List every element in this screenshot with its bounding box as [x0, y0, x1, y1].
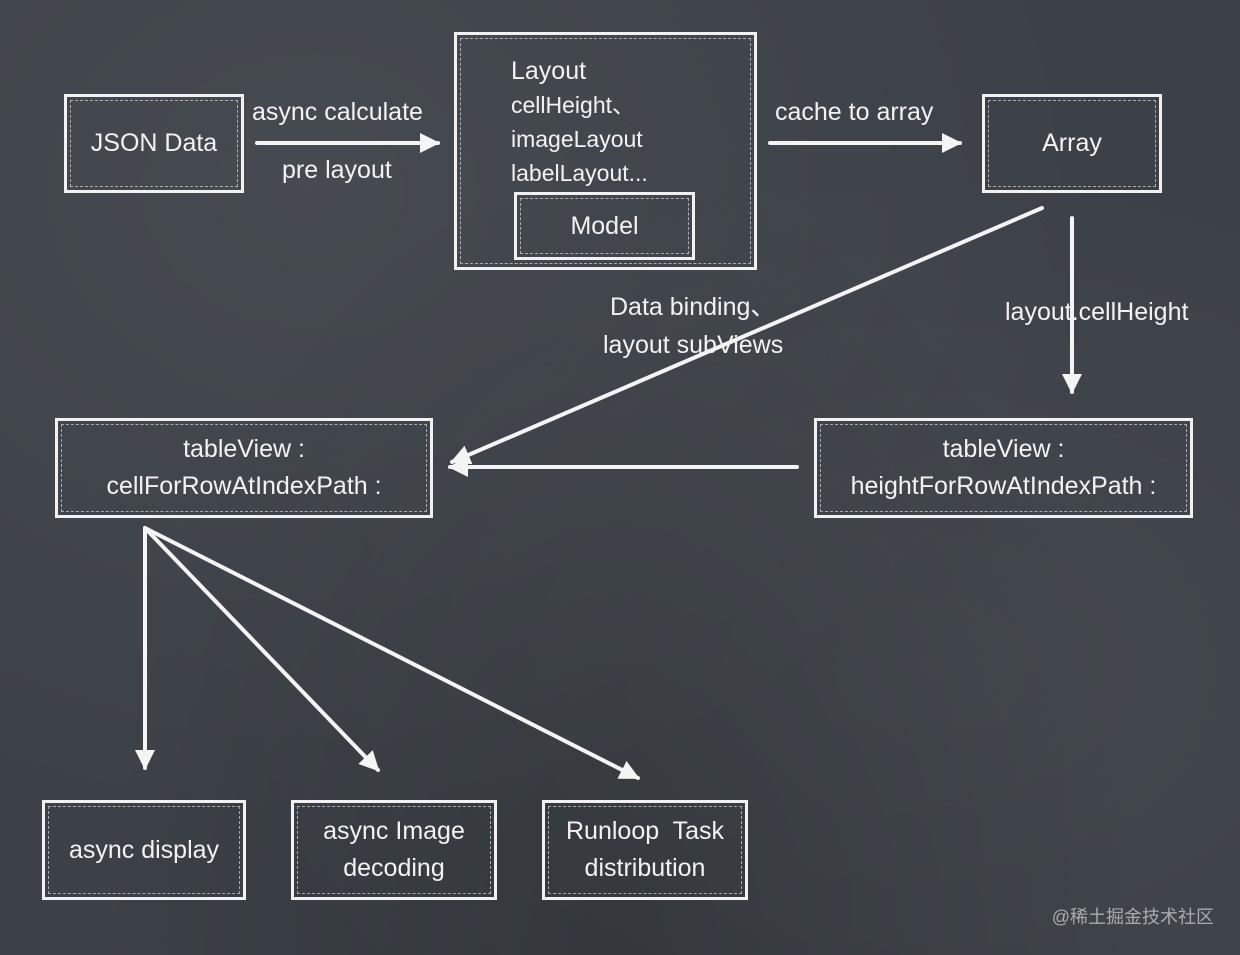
- layout-line-imagelayout: imageLayout: [511, 126, 643, 152]
- model-box: Model: [514, 192, 695, 260]
- edge-label-data-binding: Data binding、: [610, 293, 776, 321]
- layout-line-labellayout: labelLayout...: [511, 160, 648, 186]
- height-for-row-line-1: tableView :: [942, 435, 1065, 463]
- array-box: Array: [982, 94, 1162, 193]
- runloop-box: Runloop Task distribution: [542, 800, 748, 900]
- cell-for-row-box: tableView : cellForRowAtIndexPath :: [55, 418, 433, 518]
- async-image-line-2: decoding: [343, 854, 445, 882]
- edge-label-cache-to-array: cache to array: [775, 98, 934, 126]
- async-image-line-1: async Image: [323, 817, 465, 845]
- arrow-cell-to-async-image: [143, 526, 380, 772]
- arrow-array-to-cellforrow: [450, 206, 1044, 465]
- layout-line-cellheight: cellHeight、: [511, 92, 635, 118]
- height-for-row-box: tableView : heightForRowAtIndexPath :: [814, 418, 1193, 518]
- async-image-box: async Image decoding: [291, 800, 497, 900]
- height-for-row-line-2: heightForRowAtIndexPath :: [850, 472, 1157, 500]
- layout-box: [454, 32, 757, 270]
- async-display-box: async display: [42, 800, 246, 900]
- edge-label-layout-subviews: layout subViews: [603, 331, 784, 359]
- arrow-cell-to-runloop: [143, 526, 640, 780]
- edge-label-async-calculate: async calculate: [252, 98, 423, 126]
- layout-title: Layout: [511, 57, 587, 85]
- edge-label-pre-layout: pre layout: [282, 156, 392, 184]
- array-label: Array: [1042, 129, 1102, 157]
- layout-lines: Layout cellHeight、 imageLayout labelLayo…: [511, 54, 648, 190]
- runloop-line-1: Runloop Task: [566, 817, 724, 845]
- async-display-label: async display: [68, 835, 220, 864]
- runloop-line-2: distribution: [584, 854, 706, 882]
- cell-for-row-line-2: cellForRowAtIndexPath :: [106, 472, 382, 500]
- model-label: Model: [570, 211, 639, 240]
- cell-for-row-line-1: tableView :: [183, 435, 305, 463]
- json-data-box: JSON Data: [64, 94, 244, 193]
- json-data-label: JSON Data: [90, 129, 218, 157]
- watermark: @稀土掘金技术社区: [1051, 907, 1214, 927]
- edge-label-layout-cell-height: layout.cellHeight: [1005, 298, 1189, 326]
